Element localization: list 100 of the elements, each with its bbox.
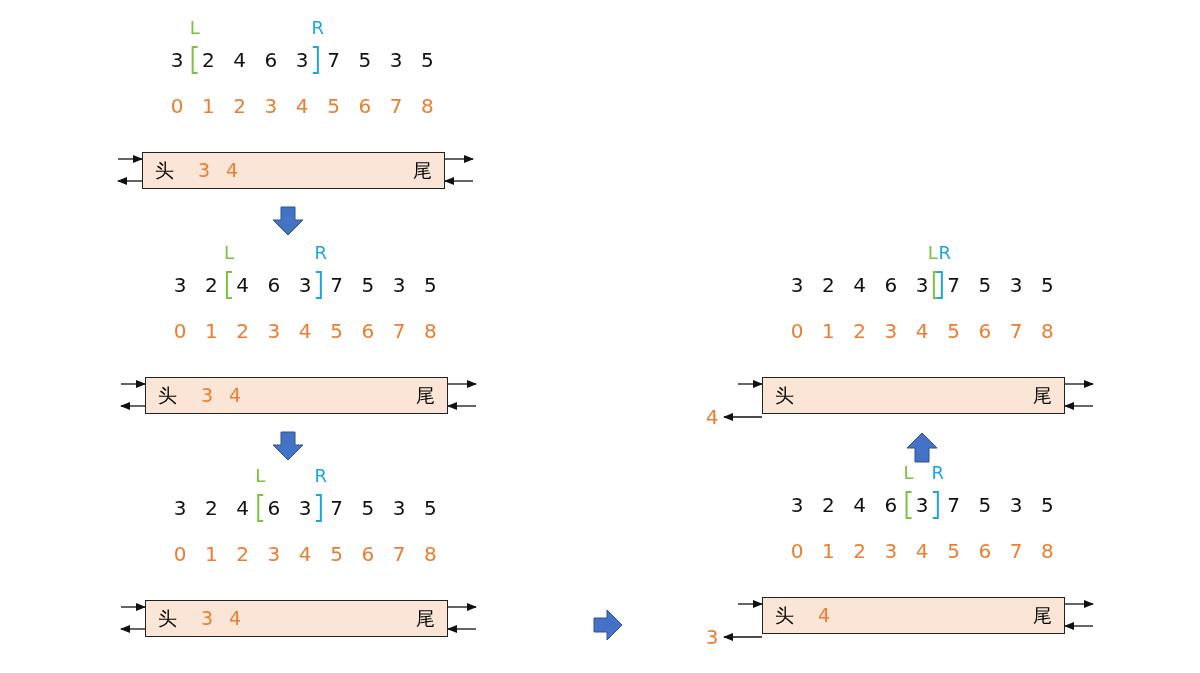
array-value: 7 <box>330 498 343 518</box>
index-number: 0 <box>173 321 187 341</box>
array-value: 5 <box>361 275 375 295</box>
array-value: 3 <box>790 495 804 515</box>
array-value: 6 <box>267 275 281 295</box>
index-number: 2 <box>233 96 246 116</box>
queue-value: 3 <box>201 386 214 405</box>
pointer-label: R <box>311 19 325 37</box>
index-number: 7 <box>1009 541 1023 561</box>
index-number: 0 <box>170 96 184 116</box>
array-value: 3 <box>295 50 309 70</box>
deque-box <box>762 377 1065 414</box>
index-number: 8 <box>421 96 434 116</box>
array-value: 4 <box>853 275 866 295</box>
queue-value: 3 <box>201 609 214 628</box>
index-number: 8 <box>1041 321 1054 341</box>
index-number: 3 <box>884 541 898 561</box>
array-value: 2 <box>201 50 215 70</box>
index-number: 5 <box>327 96 340 116</box>
tail-label: 尾 <box>413 161 432 180</box>
index-number: 8 <box>1041 541 1054 561</box>
array-value: 5 <box>1041 495 1054 515</box>
deque-box <box>142 152 445 189</box>
index-number: 5 <box>947 541 960 561</box>
arrow <box>117 154 144 164</box>
array-value: 3 <box>173 498 187 518</box>
head-label: 头 <box>775 386 794 405</box>
array-value: 3 <box>298 498 312 518</box>
index-number: 6 <box>978 541 992 561</box>
pointer-label: L <box>223 244 234 262</box>
array-value: 3 <box>392 275 406 295</box>
queue-value: 4 <box>229 609 242 628</box>
index-number: 7 <box>392 321 406 341</box>
pointer-label: R <box>938 244 952 262</box>
array-value: 7 <box>327 50 340 70</box>
index-number: 4 <box>298 544 312 564</box>
array-value: 3 <box>170 50 184 70</box>
arrow <box>447 379 478 389</box>
index-number: 4 <box>915 321 929 341</box>
array-value: 5 <box>1041 275 1054 295</box>
arrow <box>119 401 146 411</box>
arrow <box>120 602 147 612</box>
index-number: 1 <box>821 321 835 341</box>
array-value: 5 <box>358 50 372 70</box>
index-number: 3 <box>267 544 281 564</box>
array-value: 5 <box>978 275 992 295</box>
head-label: 头 <box>158 386 177 405</box>
tail-label: 尾 <box>1033 606 1052 625</box>
array-value: 3 <box>790 275 804 295</box>
index-number: 6 <box>978 321 992 341</box>
deque-box <box>145 377 448 414</box>
arrow <box>1063 621 1094 631</box>
arrow <box>737 379 764 389</box>
tail-label: 尾 <box>416 386 435 405</box>
index-number: 7 <box>389 96 403 116</box>
index-number: 5 <box>947 321 960 341</box>
deque-box <box>145 600 448 637</box>
arrow <box>1063 401 1094 411</box>
arrow <box>1064 379 1095 389</box>
deque-box <box>762 597 1065 634</box>
index-number: 1 <box>204 321 218 341</box>
queue-value: 4 <box>226 161 239 180</box>
pointer-label: L <box>189 19 200 37</box>
pointer-label: L <box>903 464 914 482</box>
index-number: 6 <box>361 544 375 564</box>
index-number: 3 <box>884 321 898 341</box>
index-number: 4 <box>915 541 929 561</box>
array-value: 4 <box>236 275 249 295</box>
index-number: 7 <box>1009 321 1023 341</box>
index-number: 4 <box>298 321 312 341</box>
arrow <box>119 624 146 634</box>
pointer-label: L <box>927 244 938 262</box>
queue-value: 3 <box>198 161 211 180</box>
index-number: 7 <box>392 544 406 564</box>
pointer-label: L <box>255 467 266 485</box>
arrow <box>737 599 764 609</box>
array-value: 3 <box>298 275 312 295</box>
index-number: 1 <box>821 541 835 561</box>
array-value: 7 <box>947 275 960 295</box>
array-value: 5 <box>978 495 992 515</box>
array-value: 5 <box>424 275 437 295</box>
array-value: 6 <box>267 498 281 518</box>
head-label: 头 <box>775 606 794 625</box>
array-value: 6 <box>264 50 278 70</box>
array-value: 7 <box>947 495 960 515</box>
arrow <box>444 154 475 164</box>
pointer-label: R <box>931 464 945 482</box>
index-number: 4 <box>295 96 309 116</box>
array-value: 3 <box>173 275 187 295</box>
array-value: 3 <box>389 50 403 70</box>
index-number: 8 <box>424 544 437 564</box>
index-number: 2 <box>853 321 866 341</box>
index-number: 2 <box>236 544 249 564</box>
array-value: 5 <box>424 498 437 518</box>
arrow <box>116 176 143 186</box>
index-number: 2 <box>853 541 866 561</box>
arrow <box>722 412 763 422</box>
arrow <box>722 632 763 642</box>
index-number: 6 <box>358 96 372 116</box>
array-value: 6 <box>884 495 898 515</box>
